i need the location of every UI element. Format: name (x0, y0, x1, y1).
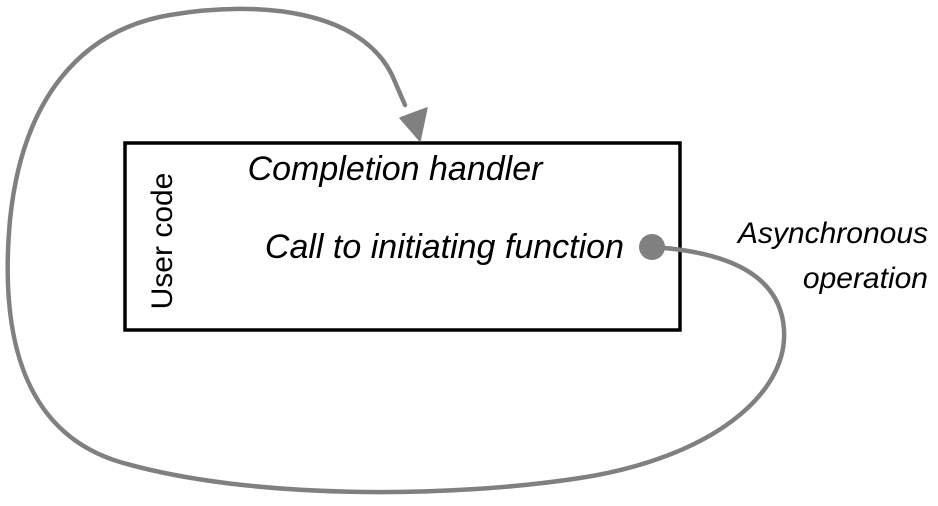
async-flow-curve (5, 6, 787, 495)
user-code-label: User code (146, 173, 179, 310)
user-code-box (123, 141, 682, 332)
initiation-point-dot (639, 234, 665, 260)
initiating-function-label: Call to initiating function (265, 228, 624, 266)
completion-arrowhead (399, 107, 428, 142)
async-operation-label-line2: operation (803, 262, 928, 295)
async-operation-label-line1: Asynchronous (736, 217, 928, 250)
completion-handler-label: Completion handler (248, 150, 545, 188)
